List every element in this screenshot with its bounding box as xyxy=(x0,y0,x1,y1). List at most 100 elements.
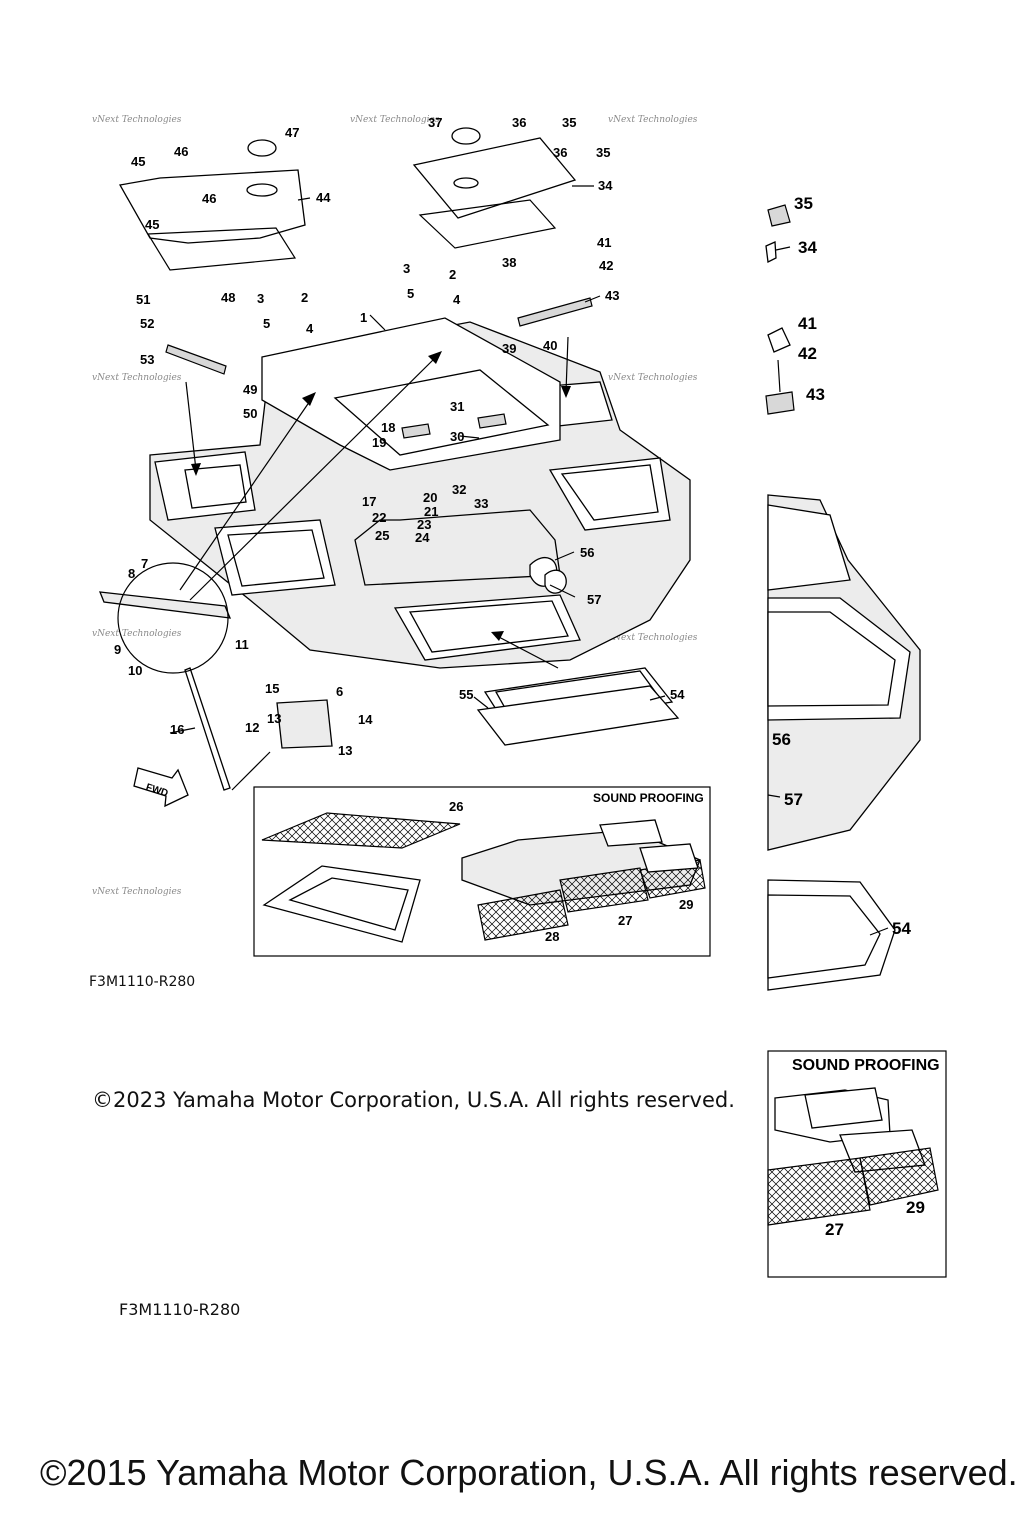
callout-15: 15 xyxy=(265,681,279,696)
callout-35: 35 xyxy=(562,115,576,130)
callout-8: 8 xyxy=(128,566,135,581)
callout-16: 16 xyxy=(170,722,184,737)
callout-56: 56 xyxy=(580,545,594,560)
callout-11: 11 xyxy=(235,637,249,652)
callout-1: 1 xyxy=(360,310,367,325)
callout-28: 28 xyxy=(545,929,559,944)
copyright-notice: ©2023 Yamaha Motor Corporation, U.S.A. A… xyxy=(92,1088,735,1112)
callout-40: 40 xyxy=(543,338,557,353)
callout-4: 4 xyxy=(306,321,314,336)
callout-54: 54 xyxy=(670,687,685,702)
callout-13: 13 xyxy=(338,743,352,758)
mesh-panel-26 xyxy=(261,812,461,849)
callout-3: 3 xyxy=(403,261,410,276)
detail-callout-29: 29 xyxy=(906,1198,925,1217)
callout-51: 51 xyxy=(136,292,150,307)
watermark: vNext Technologies xyxy=(608,115,698,125)
detail-callout-56: 56 xyxy=(772,730,791,749)
detail-callout-34: 34 xyxy=(798,238,817,257)
callout-20: 20 xyxy=(423,490,437,505)
callout-24: 24 xyxy=(415,530,430,545)
detail-diagram-code: F3M1110-R280 xyxy=(119,1300,241,1319)
detail-callout-27: 27 xyxy=(825,1220,844,1239)
arrows xyxy=(179,336,576,791)
callout-46: 46 xyxy=(174,144,188,159)
callout-44: 44 xyxy=(316,190,331,205)
watermark: vNext Technologies xyxy=(92,887,182,897)
copyright-footer: ©2015 Yamaha Motor Corporation, U.S.A. A… xyxy=(40,1452,1018,1493)
right-cover xyxy=(412,127,577,249)
detail-mesh-27 xyxy=(767,1157,871,1226)
callout-43: 43 xyxy=(605,288,619,303)
watermark: vNext Technologies xyxy=(350,115,440,125)
callout-30: 30 xyxy=(450,429,464,444)
callout-4: 4 xyxy=(453,292,461,307)
diagram-code: F3M1110-R280 xyxy=(89,974,196,990)
callout-37: 37 xyxy=(428,115,442,130)
watermark: vNext Technologies xyxy=(92,373,182,383)
callout-21: 21 xyxy=(424,504,438,519)
callout-49: 49 xyxy=(243,382,257,397)
mesh-panel-27 xyxy=(559,867,649,913)
callout-41: 41 xyxy=(597,235,611,250)
callout-19: 19 xyxy=(372,435,386,450)
detail-callouts: 35 34 41 42 43 56 57 54 27 29 xyxy=(767,194,925,1239)
callout-55: 55 xyxy=(459,687,473,702)
callout-33: 33 xyxy=(474,496,488,511)
callout-32: 32 xyxy=(452,482,466,497)
watermark: vNext Technologies xyxy=(92,115,182,125)
left-cover xyxy=(118,139,306,271)
watermark: vNext Technologies xyxy=(608,633,698,643)
callout-9: 9 xyxy=(114,642,121,657)
watermark: vNext Technologies xyxy=(608,373,698,383)
inset-title: SOUND PROOFING xyxy=(593,791,704,805)
callout-52: 52 xyxy=(140,316,154,331)
callout-12: 12 xyxy=(245,720,259,735)
callout-6: 6 xyxy=(336,684,343,699)
callout-2: 2 xyxy=(449,267,456,282)
detail-callout-43: 43 xyxy=(806,385,825,404)
callout-25: 25 xyxy=(375,528,389,543)
inspection-hatch xyxy=(476,667,680,746)
callout-36: 36 xyxy=(553,145,567,160)
detail-callout-57: 57 xyxy=(784,790,803,809)
callout-53: 53 xyxy=(140,352,154,367)
callout-50: 50 xyxy=(243,406,257,421)
detail-callout-54: 54 xyxy=(892,919,911,938)
fwd-marker: FWD xyxy=(133,767,189,808)
callout-17: 17 xyxy=(362,494,376,509)
callout-36: 36 xyxy=(512,115,526,130)
callout-22: 22 xyxy=(372,510,386,525)
detail-inset-title: SOUND PROOFING xyxy=(792,1057,940,1074)
callout-39: 39 xyxy=(502,341,516,356)
callout-34: 34 xyxy=(598,178,613,193)
callout-38: 38 xyxy=(502,255,516,270)
detail-mesh-29 xyxy=(859,1147,939,1206)
detail-callout-41: 41 xyxy=(798,314,817,333)
callout-5: 5 xyxy=(407,286,414,301)
callout-26: 26 xyxy=(449,799,463,814)
callout-35: 35 xyxy=(596,145,610,160)
callout-42: 42 xyxy=(599,258,613,273)
watermark: vNext Technologies xyxy=(92,629,182,639)
callout-2: 2 xyxy=(301,290,308,305)
callouts: 1 2 2 3 3 4 4 5 5 6 7 8 9 10 11 12 13 13… xyxy=(114,115,693,944)
callout-57: 57 xyxy=(587,592,601,607)
callout-31: 31 xyxy=(450,399,464,414)
detail-callout-35: 35 xyxy=(794,194,813,213)
callout-14: 14 xyxy=(358,712,373,727)
callout-27: 27 xyxy=(618,913,632,928)
callout-7: 7 xyxy=(141,556,148,571)
callout-23: 23 xyxy=(417,517,431,532)
detail-callout-42: 42 xyxy=(798,344,817,363)
callout-29: 29 xyxy=(679,897,693,912)
hatch-lid xyxy=(261,317,561,471)
sound-proofing-inset: SOUND PROOFING xyxy=(253,786,711,957)
callout-3: 3 xyxy=(257,291,264,306)
detail-view: SOUND PROOFING xyxy=(765,204,947,1278)
callout-5: 5 xyxy=(263,316,270,331)
callout-10: 10 xyxy=(128,663,142,678)
callout-13: 13 xyxy=(267,711,281,726)
callout-46: 46 xyxy=(202,191,216,206)
